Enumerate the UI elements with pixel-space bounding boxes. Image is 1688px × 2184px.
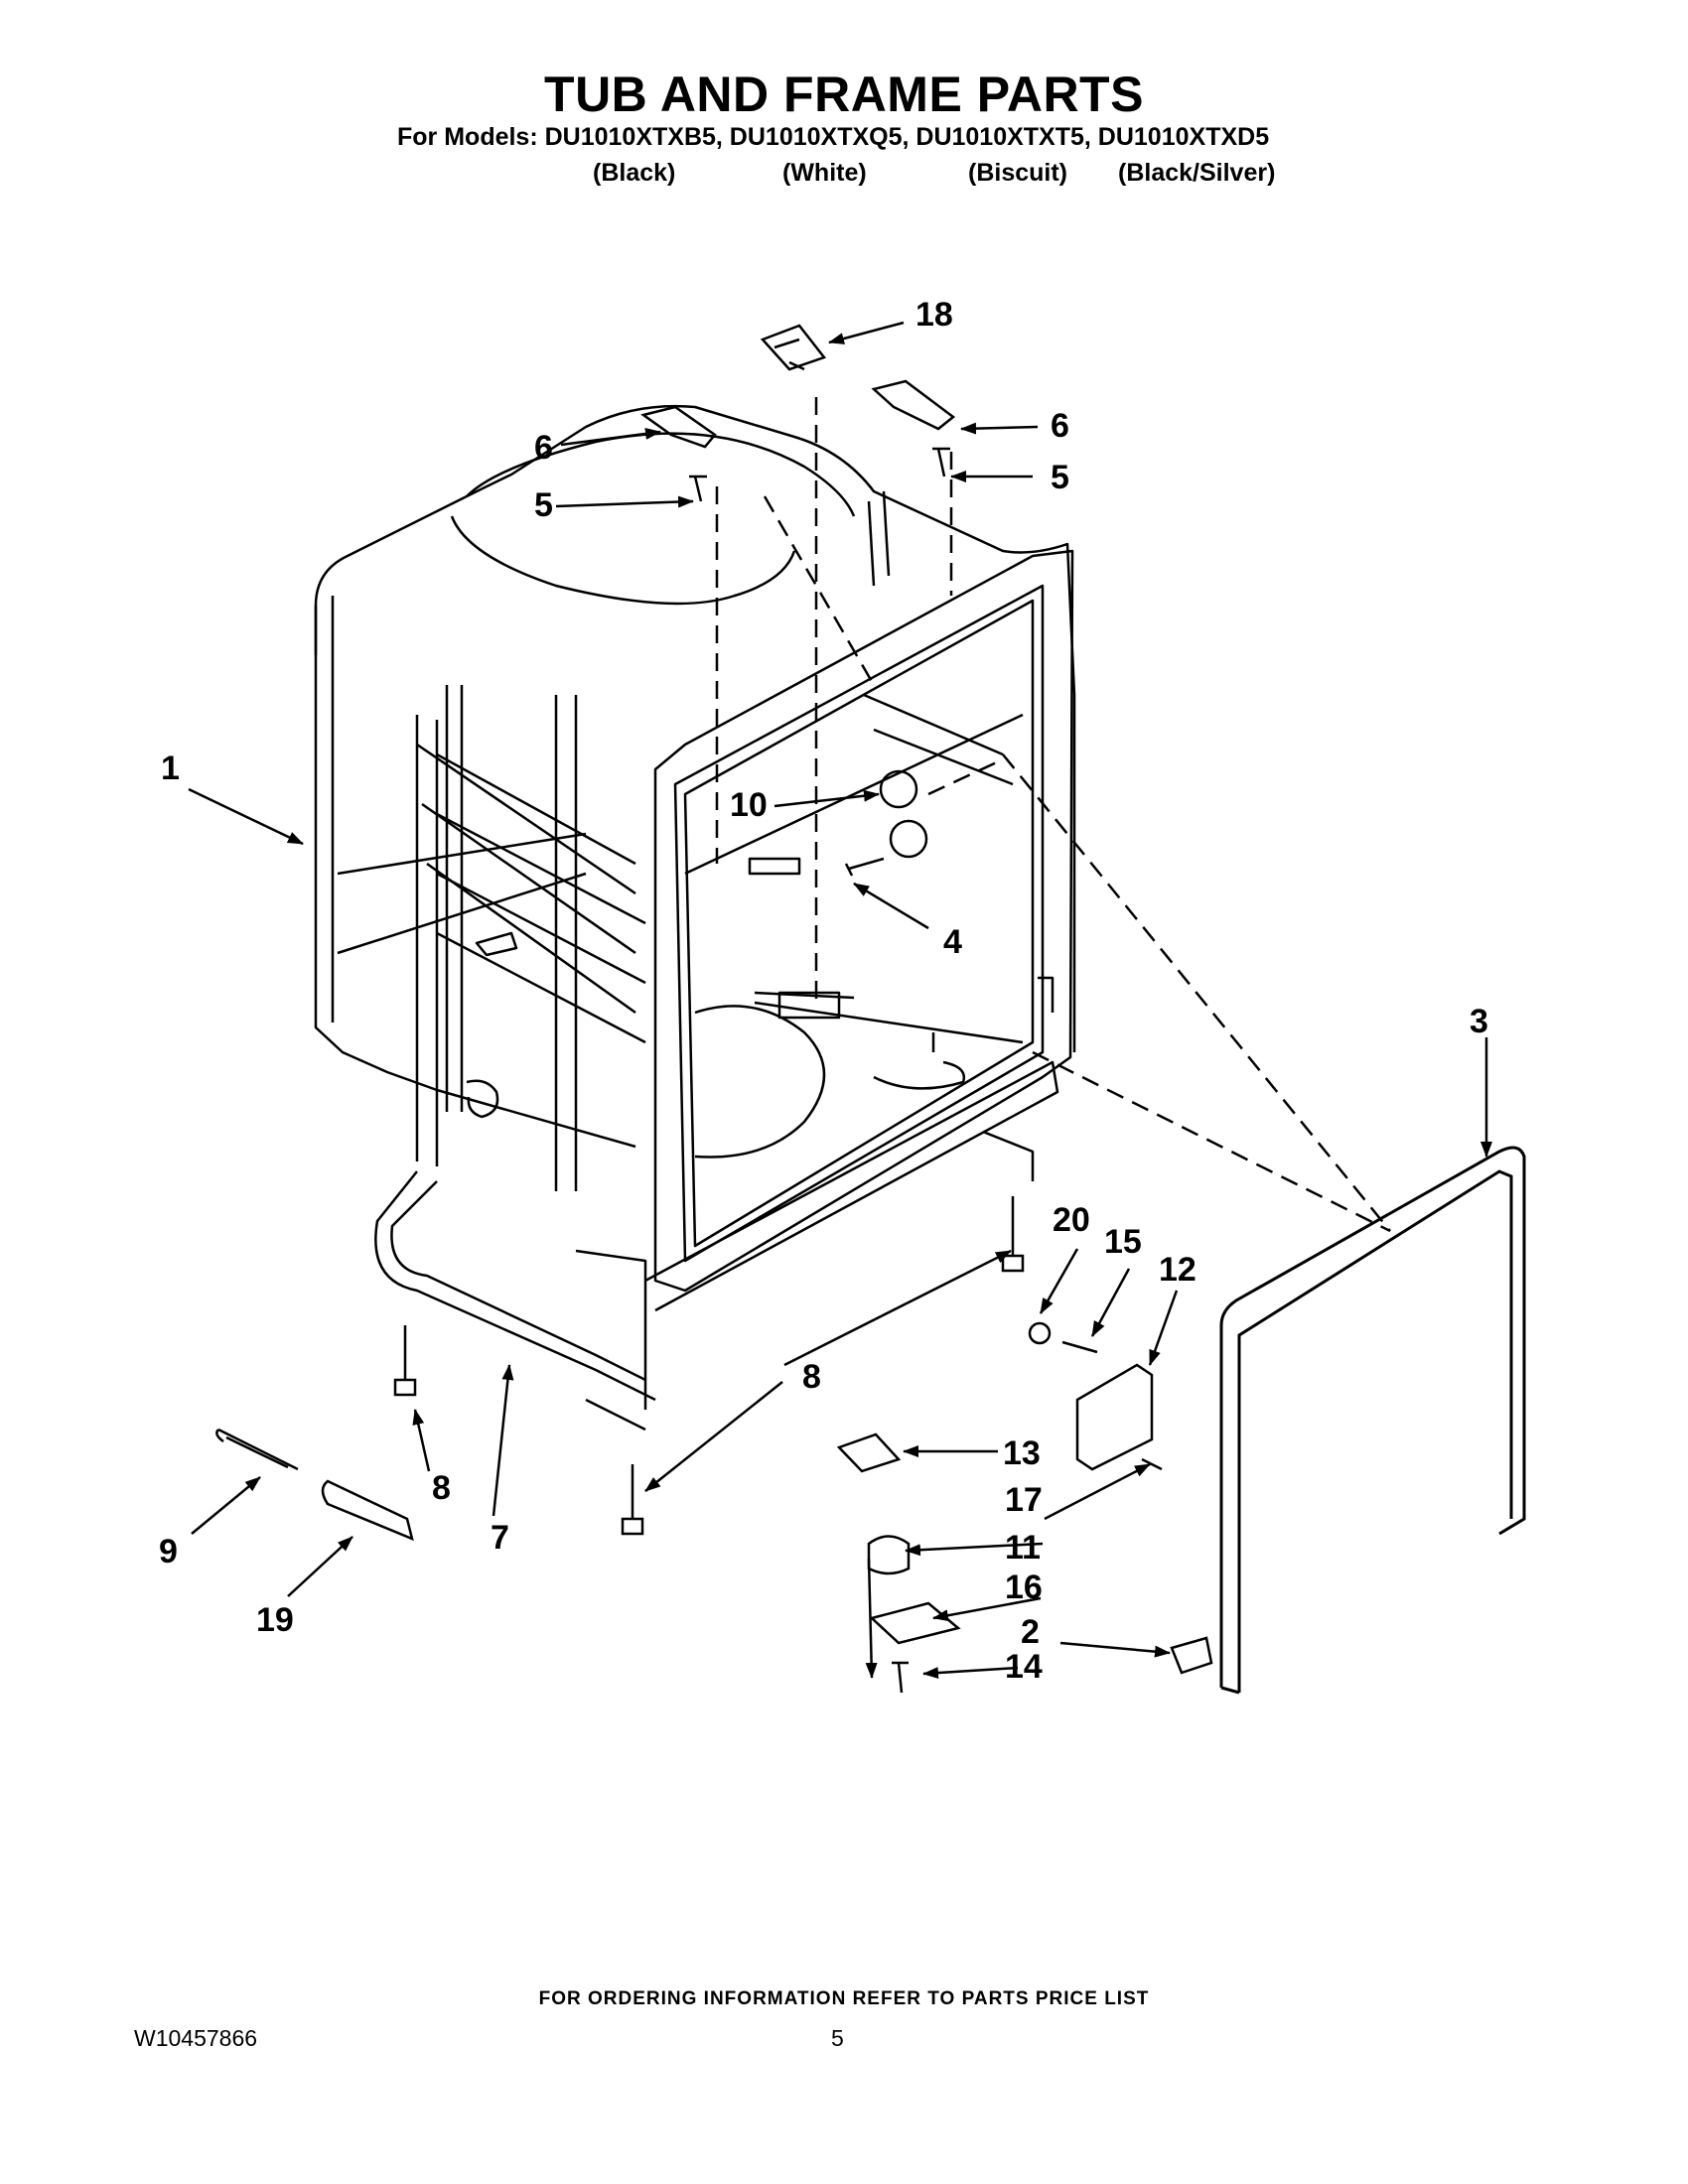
assembly-lines xyxy=(715,397,1391,1233)
callout-4: 4 xyxy=(943,923,962,961)
part-6-bracket-left xyxy=(640,405,717,449)
variant-black: (Black) xyxy=(593,159,676,187)
part-19-pad xyxy=(321,1479,414,1542)
callout-19: 19 xyxy=(256,1601,294,1639)
callout-5-left: 5 xyxy=(534,486,553,524)
page-number: 5 xyxy=(831,2025,844,2051)
ordering-note: FOR ORDERING INFORMATION REFER TO PARTS … xyxy=(538,1988,1150,2009)
part-8-leg-right xyxy=(1001,1196,1025,1273)
callout-2: 2 xyxy=(1021,1613,1040,1651)
callout-14: 14 xyxy=(1005,1648,1043,1686)
variant-biscuit: (Biscuit) xyxy=(968,159,1067,187)
part-10-grommet-upper xyxy=(879,769,918,809)
part-12-bracket xyxy=(1075,1363,1154,1471)
callout-11: 11 xyxy=(1005,1529,1041,1567)
part-11-screw xyxy=(1141,1457,1163,1471)
callout-10: 10 xyxy=(730,786,768,824)
part-8-leg-left xyxy=(393,1325,417,1397)
leader-arrows xyxy=(188,321,1492,1680)
callout-6-left: 6 xyxy=(534,429,553,467)
part-2-clip xyxy=(1170,1636,1213,1675)
callout-7: 7 xyxy=(491,1519,509,1557)
callout-numbers: 1 18 6 6 5 5 10 4 3 20 15 12 8 8 7 9 19 … xyxy=(159,296,1488,1686)
document-number: W10457866 xyxy=(134,2025,258,2051)
callout-9: 9 xyxy=(159,1533,178,1570)
callout-16: 16 xyxy=(1005,1569,1043,1606)
variant-white: (White) xyxy=(782,159,867,187)
part-4-screw xyxy=(844,857,885,877)
callout-12: 12 xyxy=(1159,1251,1196,1289)
callout-5-right: 5 xyxy=(1051,459,1069,496)
small-parts xyxy=(215,324,1213,1694)
callout-3: 3 xyxy=(1470,1003,1488,1040)
callout-13: 13 xyxy=(1003,1434,1041,1472)
part-13-plate xyxy=(836,1433,902,1473)
part-5-screw-left xyxy=(689,475,707,502)
part-10-grommet-lower xyxy=(889,819,928,859)
page-title: TUB AND FRAME PARTS xyxy=(544,67,1144,122)
part-6-bracket-right xyxy=(871,379,956,431)
callout-17: 17 xyxy=(1005,1481,1043,1519)
part-8-leg-front xyxy=(621,1464,644,1536)
callout-8-center: 8 xyxy=(802,1358,821,1396)
door-gasket xyxy=(1219,1146,1526,1695)
part-5-screw-right xyxy=(932,447,950,478)
callout-20: 20 xyxy=(1053,1201,1090,1239)
variant-black-silver: (Black/Silver) xyxy=(1118,159,1276,187)
tub-assembly xyxy=(314,404,1076,1432)
callout-6-right: 6 xyxy=(1051,407,1069,445)
part-16-bracket xyxy=(869,1601,961,1645)
models-line: For Models: DU1010XTXB5, DU1010XTXQ5, DU… xyxy=(397,123,1270,151)
part-9-spring xyxy=(215,1428,299,1471)
callout-8-left: 8 xyxy=(432,1469,451,1507)
part-20-washer xyxy=(1028,1321,1052,1345)
part-18-clip xyxy=(760,324,827,371)
callout-15: 15 xyxy=(1104,1223,1142,1261)
part-15-screw xyxy=(1061,1340,1098,1354)
part-14-screw xyxy=(892,1661,909,1694)
callout-1: 1 xyxy=(161,750,180,787)
callout-18: 18 xyxy=(915,296,953,334)
part-17-thermostat xyxy=(867,1535,911,1575)
